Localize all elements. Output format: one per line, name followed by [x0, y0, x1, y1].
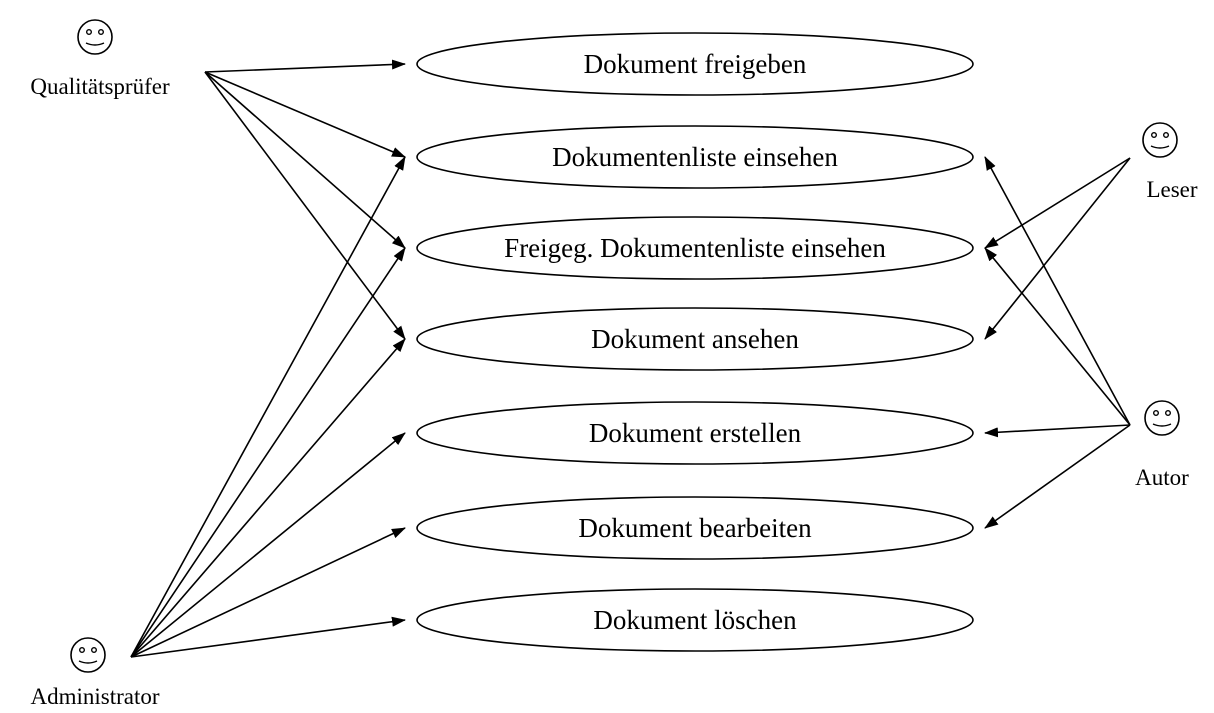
association-arrow-administrator-loeschen — [130, 616, 406, 658]
association-arrow-administrator-bearbeiten — [130, 527, 406, 658]
association-arrow-administrator-ansehen — [130, 338, 406, 658]
association-arrow-autor-bearbeiten — [984, 424, 1131, 529]
association-arrow-administrator-erstellen — [130, 432, 406, 658]
actor-label: Qualitätsprüfer — [30, 74, 170, 99]
association-arrow-qualitaetspruefer-freigeben — [204, 59, 406, 73]
use-case-label: Dokument bearbeiten — [578, 513, 812, 543]
association-arrow-qualitaetspruefer-ansehen — [204, 71, 406, 340]
use-case-ansehen: Dokument ansehen — [416, 307, 974, 371]
association-arrow-administrator-liste — [130, 156, 406, 658]
use-case-freigeben: Dokument freigeben — [416, 32, 974, 96]
use-case-bearbeiten: Dokument bearbeiten — [416, 496, 974, 560]
use-case-liste: Dokumentenliste einsehen — [416, 125, 974, 189]
use-case-ellipse — [416, 32, 974, 96]
use-case-label: Dokument erstellen — [589, 418, 802, 448]
association-arrow-autor-freig_liste — [984, 247, 1131, 426]
use-case-erstellen: Dokument erstellen — [416, 401, 974, 465]
use-case-label: Freigeg. Dokumentenliste einsehen — [504, 233, 886, 263]
actor-label: Leser — [1146, 177, 1197, 202]
smiley-face-icon — [70, 637, 106, 673]
use-case-ellipse — [416, 496, 974, 560]
association-arrows — [130, 59, 1131, 658]
use-case-freig_liste: Freigeg. Dokumentenliste einsehen — [416, 216, 974, 280]
actor-label: Administrator — [30, 684, 159, 709]
use-case-label: Dokument freigeben — [584, 49, 807, 79]
actor-administrator: Administrator — [30, 637, 160, 709]
association-arrow-autor-liste — [984, 156, 1131, 426]
association-arrow-leser-freig_liste — [984, 157, 1131, 249]
use-case-label: Dokument löschen — [593, 605, 797, 635]
use-case-ellipse — [416, 125, 974, 189]
association-arrow-administrator-freig_liste — [130, 247, 406, 658]
use-case-ellipse — [416, 216, 974, 280]
use-case-ellipse — [416, 588, 974, 652]
smiley-face-icon — [77, 19, 113, 55]
use-case-loeschen: Dokument löschen — [416, 588, 974, 652]
use-case-label: Dokument ansehen — [591, 324, 799, 354]
actor-qualitaetspruefer: Qualitätsprüfer — [30, 19, 170, 99]
association-arrow-qualitaetspruefer-liste — [204, 71, 406, 158]
use-case-ellipse — [416, 401, 974, 465]
actor-leser: Leser — [1142, 122, 1198, 202]
smiley-face-icon — [1144, 400, 1180, 436]
smiley-face-icon — [1142, 122, 1178, 158]
association-arrow-autor-erstellen — [984, 424, 1131, 438]
actor-autor: Autor — [1135, 400, 1189, 490]
use-case-ellipse — [416, 307, 974, 371]
association-arrow-leser-ansehen — [984, 157, 1131, 340]
use-case-label: Dokumentenliste einsehen — [552, 142, 838, 172]
actor-label: Autor — [1135, 465, 1189, 490]
association-arrow-qualitaetspruefer-freig_liste — [204, 71, 406, 249]
